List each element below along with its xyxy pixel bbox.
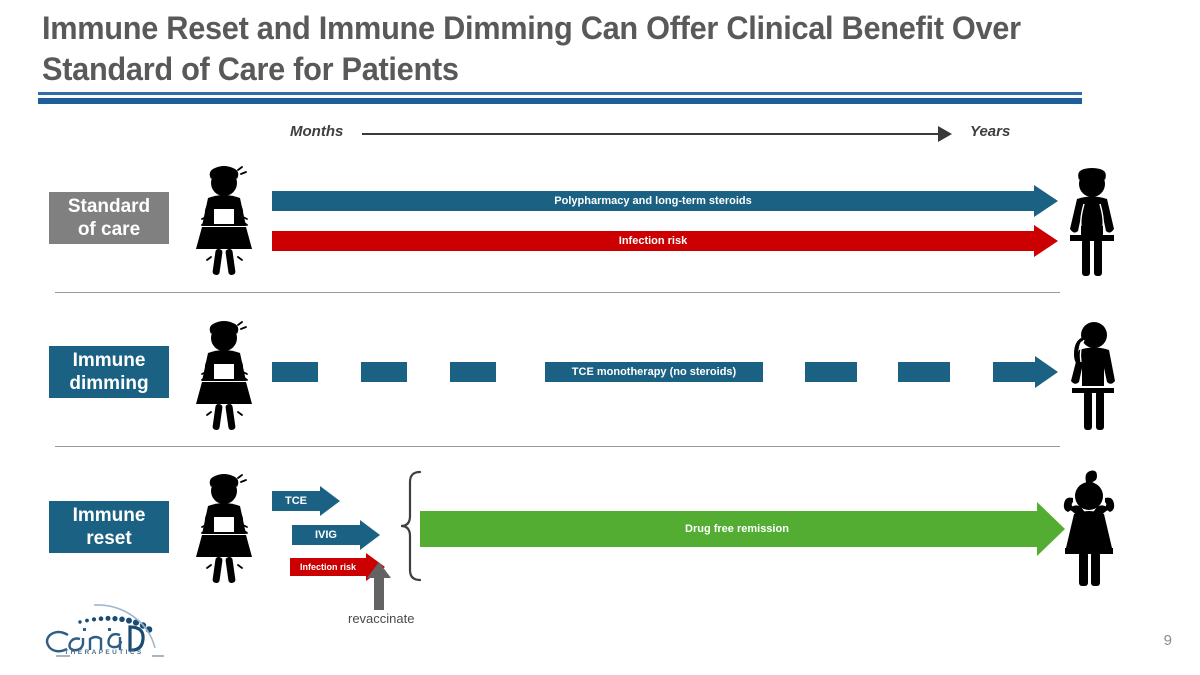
row-separator-1 (55, 292, 1060, 293)
standing-woman-pictogram-row1 (1070, 168, 1114, 276)
bar-label-ivig: IVIG (314, 529, 337, 541)
dash-segment-1 (272, 362, 318, 382)
divider-line-dark (38, 98, 1082, 104)
sick-girl-pictogram-row1 (196, 166, 252, 275)
row-label-immune-dimming: Immune dimming (49, 346, 169, 398)
bar-arrowhead-ivig (360, 520, 380, 550)
bar-arrowhead-infection-risk-row1 (1034, 225, 1058, 257)
bar-infection-risk-row1: Infection risk (272, 231, 1034, 251)
annotation-revaccinate: revaccinate (348, 611, 415, 626)
dash-segment-2 (361, 362, 407, 382)
row-label-line-1: Immune (72, 349, 146, 371)
bar-label-polypharmacy: Polypharmacy and long-term steroids (554, 195, 752, 207)
bar-arrowhead-polypharmacy (1034, 185, 1058, 217)
axis-label-years: Years (970, 123, 1011, 140)
curly-brace-icon (400, 470, 422, 582)
axis-arrowhead-icon (938, 126, 952, 142)
axis-label-months: Months (290, 123, 344, 140)
bar-drug-free-remission: Drug free remission (420, 511, 1037, 547)
bar-label-infection-risk-row1: Infection risk (618, 235, 688, 247)
sick-girl-pictogram-row2 (196, 321, 252, 430)
bar-arrowhead-tce (320, 486, 340, 516)
dash-segment-5 (898, 362, 950, 382)
page-title: Immune Reset and Immune Dimming Can Offe… (42, 10, 1021, 87)
bar-label-drug-free-remission: Drug free remission (685, 523, 789, 535)
candid-therapeutics-logo (45, 604, 164, 657)
standing-woman-ponytail-pictogram-row2 (1071, 322, 1115, 430)
page-number: 9 (1163, 632, 1172, 649)
dash-arrowhead-immune-dimming (1035, 356, 1058, 388)
axis-line (362, 133, 942, 135)
revaccinate-arrow-icon (367, 562, 391, 610)
bar-polypharmacy: Polypharmacy and long-term steroids (272, 191, 1034, 211)
dash-segment-6 (993, 362, 1035, 382)
row-label-line-1: Standard (67, 195, 151, 217)
title-divider (38, 92, 1082, 104)
bar-infection-risk-row3: Infection risk (290, 558, 366, 576)
row-label-line-2: dimming (69, 373, 149, 394)
sick-girl-pictogram-row3 (196, 474, 252, 583)
row-label-immune-reset: Immune reset (49, 501, 169, 553)
row-label-line-2: reset (86, 528, 132, 549)
bar-label-tce-monotherapy: TCE monotherapy (no steroids) (571, 366, 737, 378)
row-label-standard-of-care: Standard of care (49, 192, 169, 244)
bar-label-infection-risk-row3: Infection risk (299, 562, 356, 572)
bar-tce-monotherapy: TCE monotherapy (no steroids) (545, 362, 763, 382)
bar-ivig: IVIG (292, 525, 360, 545)
divider-line-light (38, 92, 1082, 95)
bar-label-tce: TCE (285, 495, 307, 507)
dash-segment-4 (805, 362, 857, 382)
bar-tce: TCE (272, 491, 320, 511)
row-label-line-1: Immune (72, 504, 146, 526)
happy-woman-arms-up-pictogram-row3 (1063, 470, 1115, 586)
dash-segment-3 (450, 362, 496, 382)
bar-arrowhead-drug-free-remission (1037, 502, 1065, 556)
logo-tagline: THERAPEUTICS (64, 649, 144, 656)
row-label-line-2: of care (77, 219, 141, 240)
row-separator-2 (55, 446, 1060, 447)
timeline-axis: Months Years (290, 123, 1010, 147)
